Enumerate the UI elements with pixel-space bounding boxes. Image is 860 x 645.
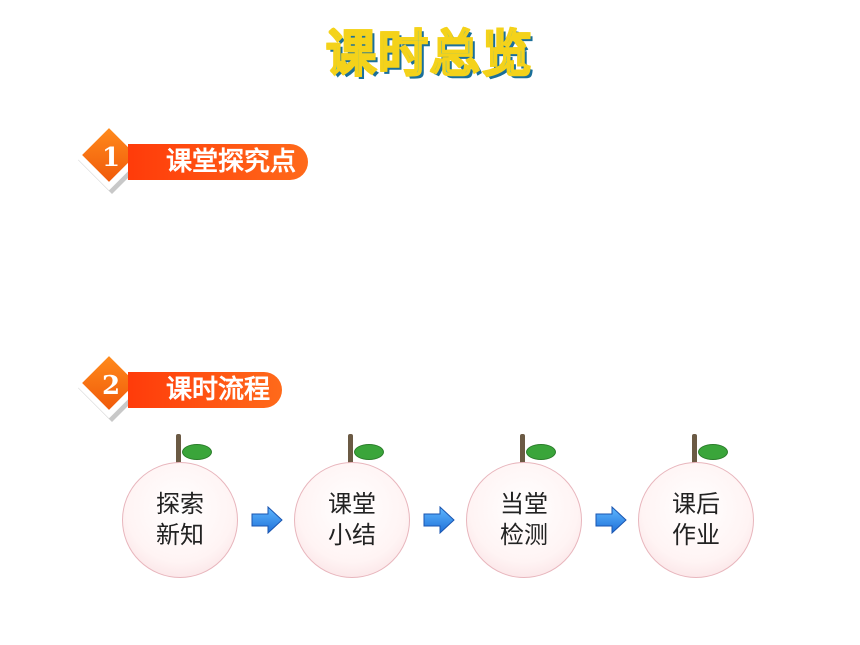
section-2-header: 课时流程 2 [73,347,338,430]
arrow-right-icon [423,506,455,534]
flow-circle: 当堂 检测 [466,462,582,578]
flow-step-explore[interactable]: 探索 新知 [120,434,240,584]
flow-step-test[interactable]: 当堂 检测 [464,434,584,584]
leaf-icon [182,444,212,460]
flow-step-line2: 新知 [156,521,204,549]
flow-step-line1: 课后 [672,490,720,518]
flow-step-line2: 小结 [328,521,376,549]
leaf-icon [354,444,384,460]
flow-step-summary[interactable]: 课堂 小结 [292,434,412,584]
flow-step-line1: 课堂 [328,490,376,518]
arrow-right-icon [251,506,283,534]
section-1-label: 课堂探究点 [128,144,309,180]
flow-step-line2: 作业 [672,521,720,549]
flow-step-homework[interactable]: 课后 作业 [636,434,756,584]
apple-stem-icon [348,434,353,464]
page-title: 课时总览 [325,24,534,84]
section-1-number: 1 [101,143,121,173]
flow-step-line1: 探索 [156,490,204,518]
arrow-right-icon [595,506,627,534]
flow-circle: 探索 新知 [122,462,238,578]
apple-stem-icon [692,434,697,464]
flow-step-line1: 当堂 [500,490,548,518]
leaf-icon [698,444,728,460]
section-2-number: 2 [101,371,121,401]
flow-step-line2: 检测 [500,521,548,549]
flow-circle: 课后 作业 [638,462,754,578]
apple-stem-icon [176,434,181,464]
section-2-label: 课时流程 [128,372,283,408]
apple-stem-icon [520,434,525,464]
flow-circle: 课堂 小结 [294,462,410,578]
leaf-icon [526,444,556,460]
section-1-header: 课堂探究点 1 [73,119,338,202]
